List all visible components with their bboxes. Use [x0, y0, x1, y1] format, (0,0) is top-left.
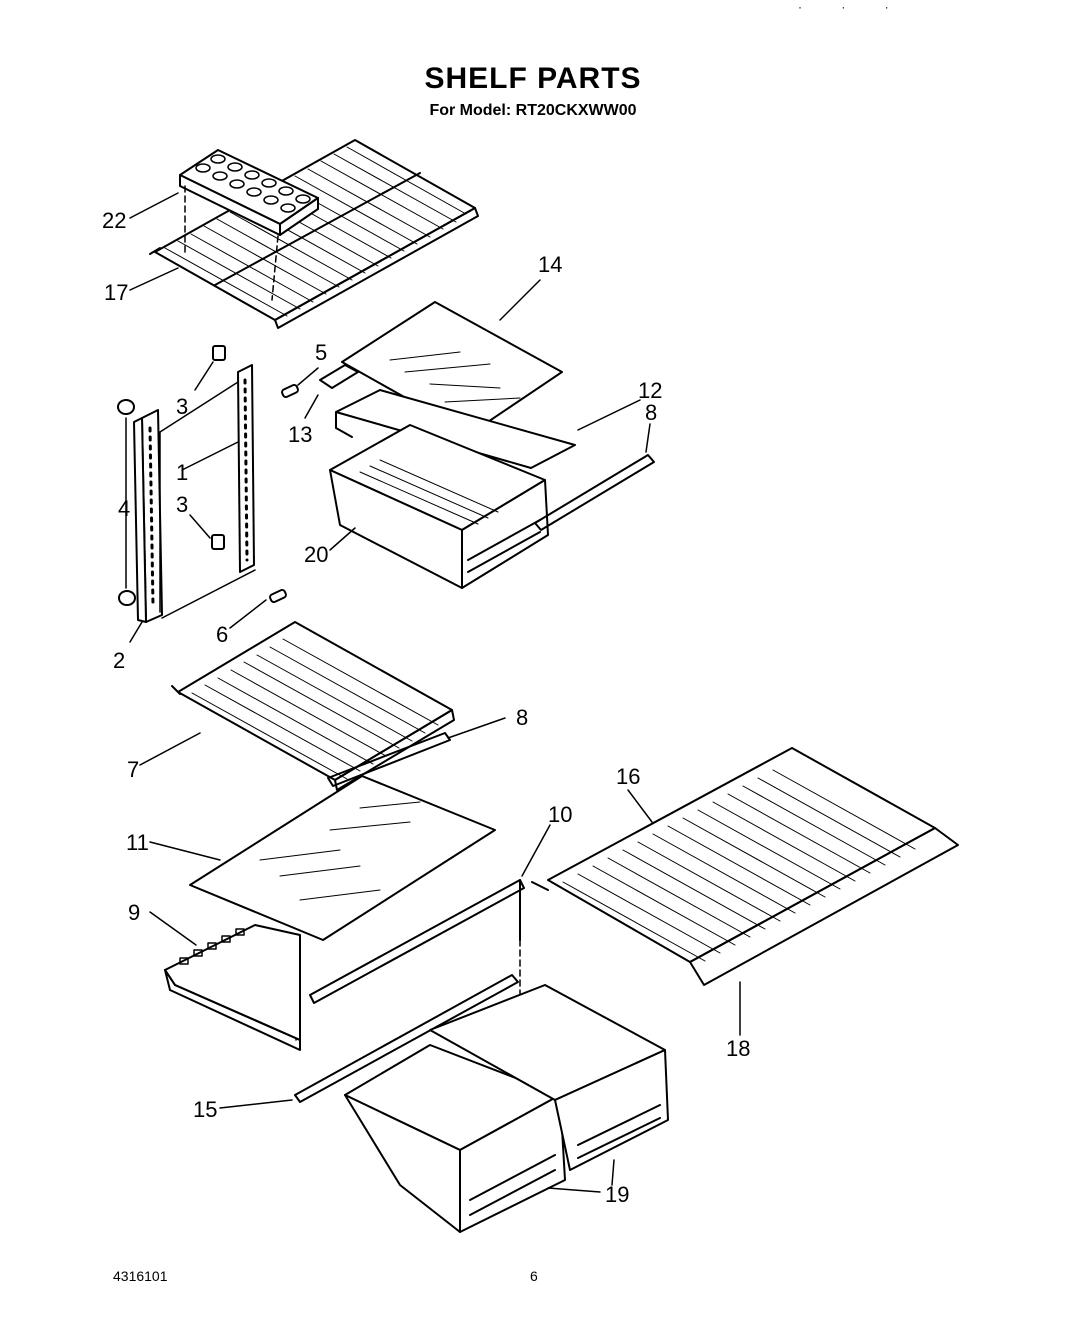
- part-20-drawer: [329, 424, 549, 589]
- callout-12: 12: [638, 378, 662, 403]
- callout-6: 6: [216, 622, 228, 647]
- callout-17: 17: [104, 280, 128, 305]
- part-2-ladder-rail: [133, 409, 163, 623]
- callout-1: 1: [176, 460, 188, 485]
- callout-20: 20: [304, 542, 328, 567]
- part-3-clip-lower: [211, 534, 225, 550]
- page-title: SHELF PARTS: [424, 62, 642, 95]
- callout-2: 2: [113, 648, 125, 673]
- part-4-cap-lower: [118, 590, 136, 606]
- part-11-crisper-cover-glass: [189, 775, 496, 941]
- part-4-cap-upper: [117, 399, 135, 415]
- callout-3-lower: 3: [176, 492, 188, 517]
- part-6-screw: [269, 588, 287, 604]
- model-subtitle: For Model: RT20CKXWW00: [429, 102, 637, 119]
- callout-11: 11: [126, 830, 149, 855]
- callout-19: 19: [605, 1182, 629, 1207]
- part-5-screw: [281, 383, 299, 399]
- callout-7: 7: [127, 757, 139, 782]
- part-22-ice-cube-tray: [179, 149, 319, 301]
- scan-marks: · · ·: [798, 0, 907, 14]
- part-16-wide-wire-shelf: [531, 747, 959, 986]
- callout-9: 9: [128, 900, 140, 925]
- callout-22: 22: [102, 208, 126, 233]
- part-7-wire-shelf: [171, 621, 455, 791]
- callout-leaders: [125, 192, 741, 1193]
- part-8-rail-upper: [534, 454, 655, 531]
- page-number: 6: [530, 1268, 538, 1284]
- part-1-ladder-rail: [237, 364, 255, 573]
- part-8-rail-middle: [327, 732, 451, 787]
- callout-3-upper: 3: [176, 394, 188, 419]
- document-part-number: 4316101: [113, 1268, 168, 1284]
- callout-4: 4: [118, 496, 130, 521]
- part-3-clip-upper: [212, 345, 226, 361]
- callout-14: 14: [538, 252, 562, 277]
- part-13-front-trim: [319, 364, 359, 389]
- callout-labels: 22 17 14 5 3 13 12 8 4 1 3 20 6 2 8 7 16…: [102, 208, 750, 1207]
- callout-18: 18: [726, 1036, 750, 1061]
- callout-8-upper: 8: [645, 400, 657, 425]
- callout-8-middle: 8: [516, 705, 528, 730]
- part-9-crisper-support: [164, 924, 301, 1051]
- ladder-guide-lines: [159, 381, 256, 619]
- callout-13: 13: [288, 422, 312, 447]
- callout-5: 5: [315, 340, 327, 365]
- part-19-crisper-drawer-right: [429, 984, 669, 1171]
- part-15-front-rail: [294, 974, 519, 1103]
- callout-10: 10: [548, 802, 572, 827]
- callout-16: 16: [616, 764, 640, 789]
- callout-15: 15: [193, 1097, 217, 1122]
